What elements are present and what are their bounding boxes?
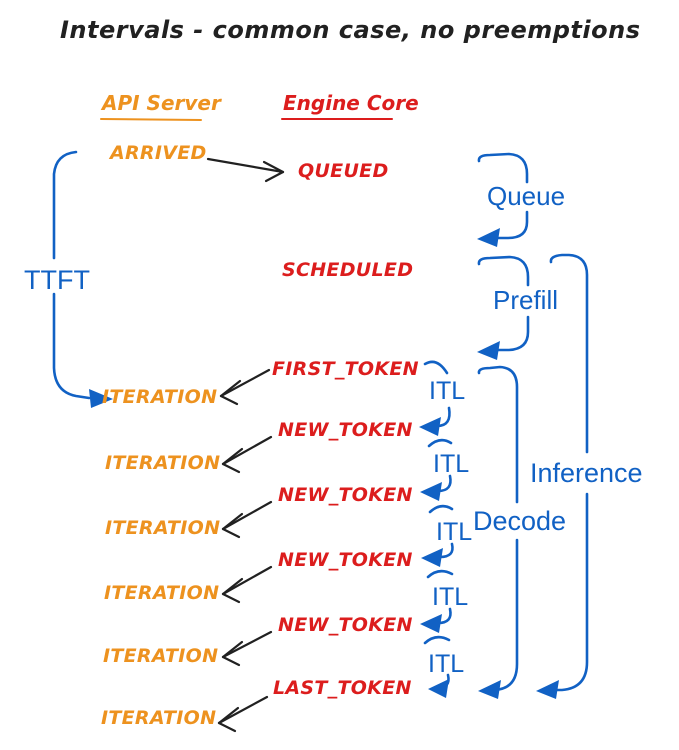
arrow-new-token4-to-iteration xyxy=(221,630,273,667)
itl-bracket-3 xyxy=(421,504,454,567)
ttft-arrowhead-icon xyxy=(89,389,113,408)
event-arrived: ARRIVED xyxy=(110,142,207,164)
event-iteration-4: ITERATION xyxy=(104,582,220,604)
label-decode: Decode xyxy=(473,506,567,536)
label-itl-5: ITL xyxy=(428,650,465,678)
itl-arrowhead-icon xyxy=(420,482,442,501)
arrowhead-icon xyxy=(262,160,285,183)
label-ttft: TTFT xyxy=(24,265,90,295)
arrow-new-token2-to-iteration xyxy=(221,500,273,539)
decode-arrowhead-icon xyxy=(478,680,501,699)
prefill-arrowhead-icon xyxy=(477,341,500,360)
label-queue: Queue xyxy=(487,181,566,211)
itl-arrowhead-icon xyxy=(421,548,443,567)
inference-arrowhead-icon xyxy=(536,680,559,699)
arrow-arrived-to-queued xyxy=(206,157,285,183)
label-itl-3: ITL xyxy=(436,518,473,546)
itl-bracket-2 xyxy=(420,438,453,501)
itl-bracket-4 xyxy=(420,569,454,633)
label-itl-2: ITL xyxy=(433,450,470,478)
arrow-last-token-to-iteration xyxy=(217,695,269,733)
inference-bracket xyxy=(536,253,589,699)
api-server-header: API Server xyxy=(102,91,221,115)
itl-arrowhead-icon xyxy=(419,417,441,436)
arrowhead-icon xyxy=(217,706,240,733)
label-itl-1: ITL xyxy=(429,377,466,405)
label-prefill: Prefill xyxy=(493,285,559,315)
event-new-token-1: NEW_TOKEN xyxy=(278,419,413,441)
queue-bracket xyxy=(477,152,529,247)
itl-arrowhead-icon xyxy=(428,679,449,698)
arrowhead-icon xyxy=(221,512,244,539)
arrow-first-token-to-iteration xyxy=(219,368,271,406)
api-server-underline xyxy=(100,118,202,121)
itl-bracket-5 xyxy=(423,635,451,698)
event-scheduled: SCHEDULED xyxy=(282,259,414,281)
decode-bracket xyxy=(477,365,519,699)
itl-arrowhead-icon xyxy=(420,614,442,633)
prefill-bracket xyxy=(477,255,530,360)
label-inference: Inference xyxy=(530,458,643,488)
page-title: Intervals - common case, no preemptions xyxy=(60,16,641,44)
label-itl-4: ITL xyxy=(432,583,469,611)
event-first-token: FIRST_TOKEN xyxy=(272,358,419,380)
arrowhead-icon xyxy=(221,447,244,474)
itl-bracket-1 xyxy=(419,360,451,436)
arrowhead-icon xyxy=(219,379,242,406)
event-iteration-6: ITERATION xyxy=(101,707,217,729)
event-last-token: LAST_TOKEN xyxy=(273,677,412,699)
event-iteration-2: ITERATION xyxy=(105,452,221,474)
event-iteration-1: ITERATION xyxy=(102,386,218,408)
event-new-token-4: NEW_TOKEN xyxy=(278,614,413,636)
event-new-token-2: NEW_TOKEN xyxy=(278,484,413,506)
arrowhead-icon xyxy=(221,640,244,667)
event-iteration-3: ITERATION xyxy=(105,517,221,539)
event-iteration-5: ITERATION xyxy=(103,645,219,667)
ttft-bracket xyxy=(52,150,113,408)
event-queued: QUEUED xyxy=(298,160,389,182)
arrowhead-icon xyxy=(221,577,244,604)
arrow-new-token1-to-iteration xyxy=(221,435,273,474)
queue-arrowhead-icon xyxy=(477,228,500,247)
event-new-token-3: NEW_TOKEN xyxy=(278,549,413,571)
engine-core-header: Engine Core xyxy=(283,91,419,115)
arrow-new-token3-to-iteration xyxy=(221,565,273,604)
